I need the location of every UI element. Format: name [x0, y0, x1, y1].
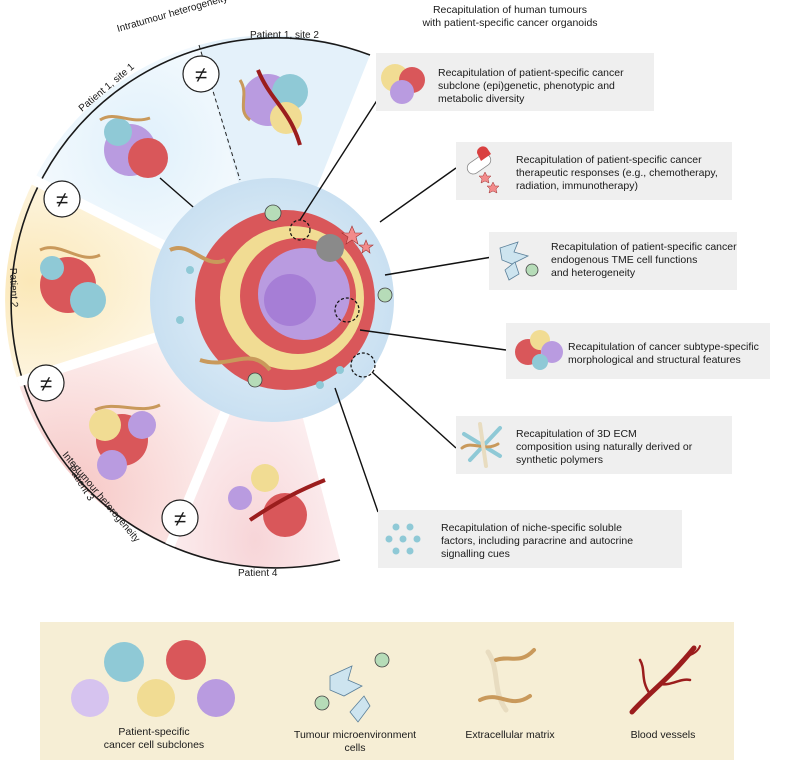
feature-box-subclone-diversity: Recapitulation of patient-specific cance… [376, 53, 654, 111]
svg-text:≠: ≠ [195, 62, 207, 87]
legend-ecm-icon [478, 648, 536, 713]
soluble-factors-icon [385, 523, 421, 555]
legend-panel: Patient-specific cancer cell subclones T… [40, 622, 734, 760]
organoid-patient1-site2 [238, 69, 308, 146]
feature-2-line-2: therapeutic responses (e.g., chemotherap… [516, 167, 718, 179]
feature-5-line-1: Recapitulation of 3D ECM [516, 428, 637, 440]
feature-4-line-1: Recapitulation of cancer subtype-specifi… [568, 341, 759, 353]
pill-and-stars-icon [466, 146, 500, 194]
feature-box-ecm-composition: Recapitulation of 3D ECM composition usi… [456, 416, 732, 474]
not-equal-badge-2: ≠ [43, 180, 81, 218]
legend-subclones-line1: Patient-specific [118, 726, 189, 738]
not-equal-badge-4: ≠ [161, 499, 199, 537]
header-line1: Recapitulation of human tumours [433, 4, 587, 16]
organoid-patient4 [228, 464, 326, 537]
tme-cells-icon [499, 241, 539, 281]
feature-5-line-2: composition using naturally derived or [516, 441, 693, 453]
legend-tme-line1: Tumour microenvironment [294, 729, 416, 741]
feature-6-line-3: signalling cues [441, 548, 510, 560]
legend-tme-icon [314, 652, 390, 723]
not-equal-badge-1: ≠ [182, 55, 220, 93]
svg-text:≠: ≠ [40, 371, 52, 396]
legend-tme-line2: cells [344, 742, 365, 754]
svg-text:≠: ≠ [56, 187, 68, 212]
legend-subclones-line2: cancer cell subclones [104, 739, 204, 751]
feature-3-line-2: endogenous TME cell functions [551, 254, 697, 266]
subtype-organoid-icon [515, 330, 563, 370]
header-line2: with patient-specific cancer organoids [421, 17, 597, 29]
feature-5-line-3: synthetic polymers [516, 454, 603, 466]
organoid-patient3 [89, 403, 161, 480]
central-organoid [150, 178, 394, 422]
feature-1-line-1: Recapitulation of patient-specific cance… [438, 67, 624, 79]
organoid-patient2 [39, 246, 106, 318]
feature-box-subtype-morphology: Recapitulation of cancer subtype-specifi… [506, 323, 770, 379]
label-patient1-site2: Patient 1, site 2 [250, 30, 319, 41]
feature-6-line-2: factors, including paracrine and autocri… [441, 535, 633, 547]
feature-2-line-1: Recapitulation of patient-specific cance… [516, 154, 702, 166]
feature-4-line-2: morphological and structural features [568, 354, 741, 366]
legend-blood-vessel-icon [629, 645, 701, 715]
sector-patient2 [5, 180, 272, 382]
feature-box-therapeutic-responses: Recapitulation of patient-specific cance… [456, 142, 732, 200]
feature-3-line-3: and heterogeneity [551, 267, 636, 279]
sector-patient1-site2 [199, 35, 370, 300]
feature-6-line-1: Recapitulation of niche-specific soluble [441, 522, 622, 534]
label-patient4: Patient 4 [238, 568, 278, 579]
not-equal-badge-3: ≠ [27, 364, 65, 402]
svg-text:≠: ≠ [174, 506, 186, 531]
legend-subclones-icon [71, 640, 235, 717]
feature-1-line-2: subclone (epi)genetic, phenotypic and [438, 80, 615, 92]
label-patient2: Patient 2 [7, 268, 19, 308]
feature-box-tme-functions: Recapitulation of patient-specific cance… [489, 232, 737, 290]
legend-ecm-label: Extracellular matrix [465, 729, 555, 741]
legend-vessels-label: Blood vessels [631, 729, 696, 741]
feature-1-line-3: metabolic diversity [438, 93, 525, 105]
outer-arc [10, 37, 371, 569]
feature-connectors [299, 87, 507, 513]
organoid-patient1-site1 [99, 114, 168, 178]
feature-box-soluble-factors: Recapitulation of niche-specific soluble… [378, 510, 682, 568]
ecm-fibres-icon [460, 422, 502, 468]
feature-2-line-3: radiation, immunotherapy) [516, 180, 638, 192]
feature-3-line-1: Recapitulation of patient-specific cance… [551, 241, 737, 253]
intratumour-label: Intratumour heterogeneity [116, 0, 229, 35]
